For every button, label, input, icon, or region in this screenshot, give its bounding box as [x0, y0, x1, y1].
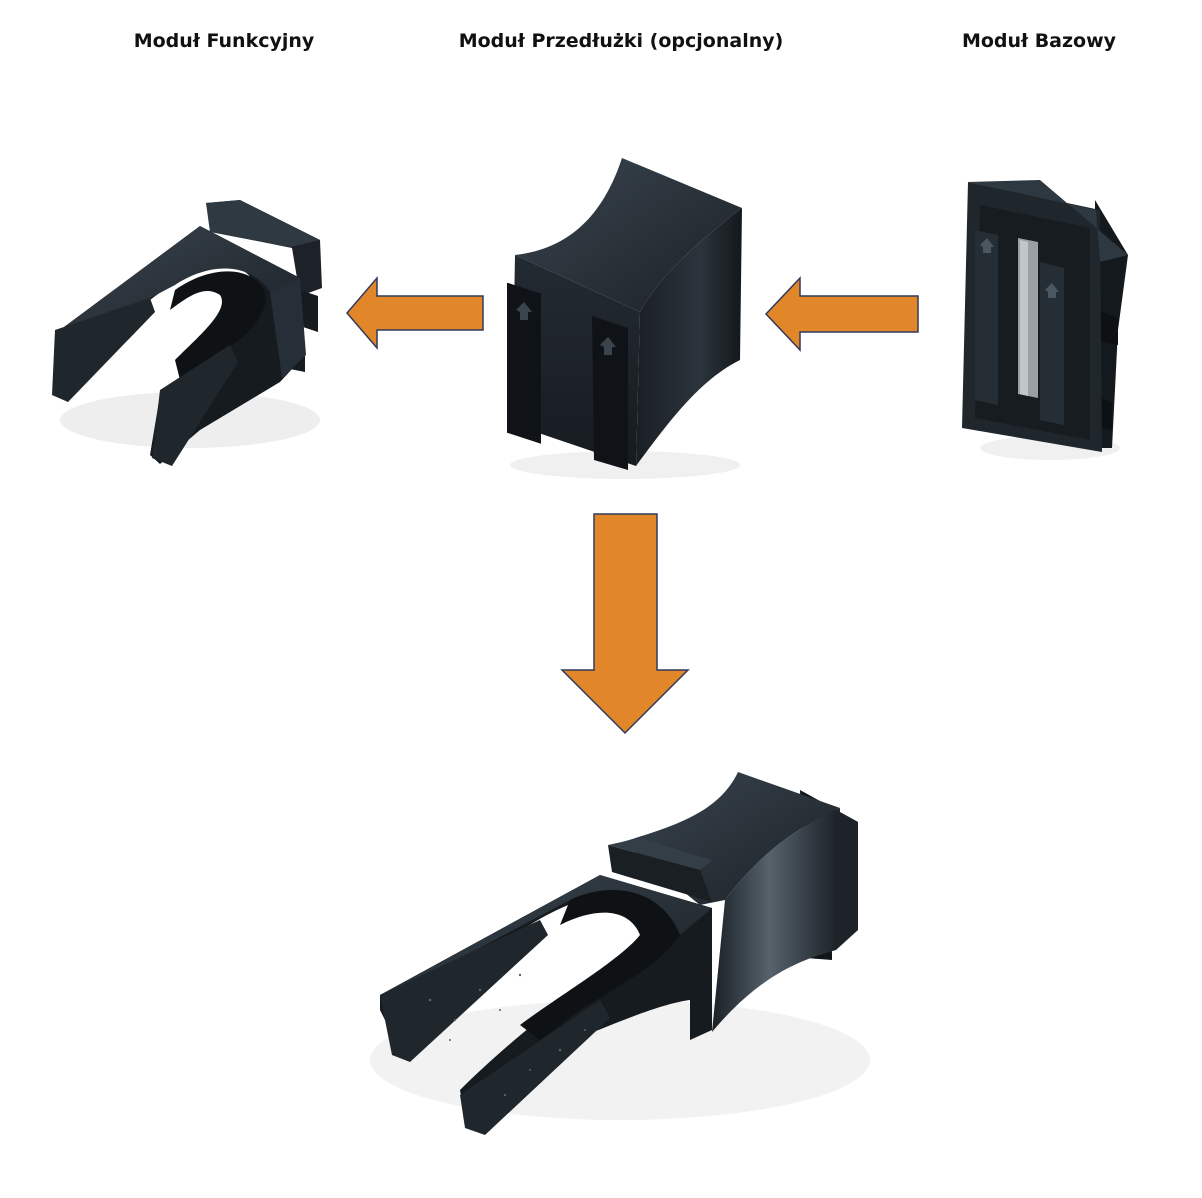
base-module-photo	[962, 180, 1128, 460]
base-module-label: Moduł Bazowy	[961, 30, 1117, 52]
functional-module-photo	[52, 200, 322, 466]
arrow-down-icon	[560, 513, 690, 735]
extension-module-label: Moduł Przedłużki (opcjonalny)	[458, 30, 784, 52]
arrow-left-icon	[346, 275, 484, 351]
arrow-left-icon	[764, 276, 919, 352]
functional-module-label: Moduł Funkcyjny	[133, 30, 315, 52]
extension-module-photo	[507, 158, 742, 479]
assembled-module-photo	[370, 772, 870, 1135]
